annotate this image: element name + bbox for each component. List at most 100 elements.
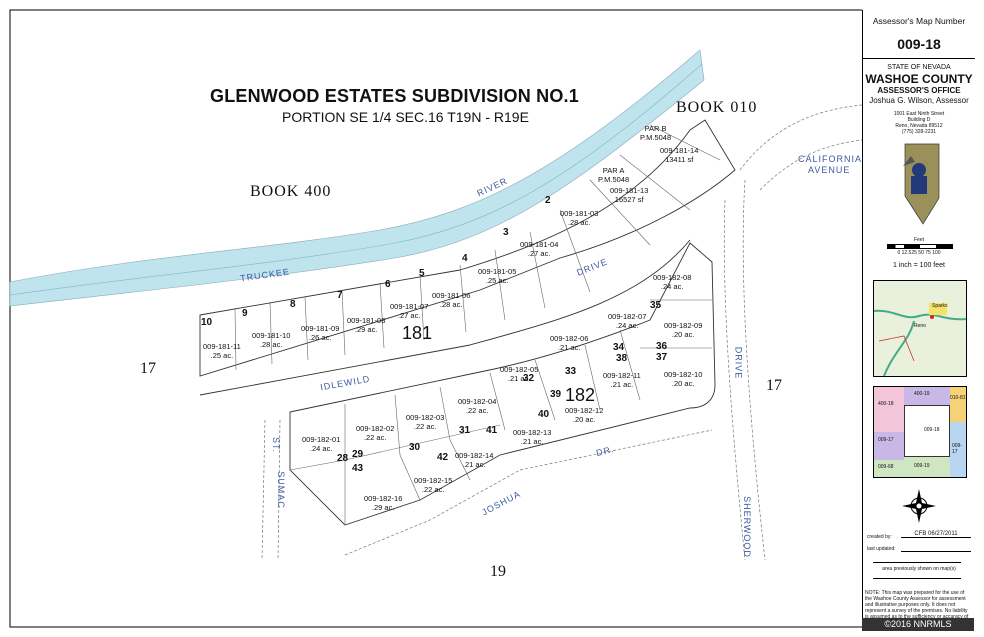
- map-number: 009-18: [897, 36, 941, 52]
- scale-text: 1 inch = 100 feet: [893, 262, 945, 269]
- parcel-label: 009-182-05.21 ac.: [500, 365, 539, 383]
- section-17-left: 17: [140, 360, 156, 377]
- info-panel: Assessor's Map Number 009-18 STATE OF NE…: [862, 10, 975, 627]
- parcel-label: 009-182-13.21 ac.: [513, 428, 552, 446]
- parcel-label: 009-182-09.20 ac.: [664, 321, 703, 339]
- inset-city-reno: Reno: [914, 323, 926, 329]
- map-frame: [9, 9, 862, 628]
- parcel-label: 009-182-10.20 ac.: [664, 370, 703, 388]
- section-17-right: 17: [766, 377, 782, 394]
- sherwood-drive-road: [742, 179, 766, 561]
- parcel-label: 009-182-06.21 ac.: [550, 334, 589, 352]
- parcel-label: 009-181-03.28 ac.: [560, 209, 599, 227]
- parcel-label: 009-181-06.28 ac.: [432, 291, 471, 309]
- office-label: ASSESSOR'S OFFICE: [877, 86, 961, 95]
- index-label: 400-19: [914, 391, 930, 397]
- copyright-watermark: ©2016 NNRMLS: [862, 618, 974, 631]
- parcel-label: 009-182-01.24 ac.: [302, 435, 341, 453]
- parcel-label: 009-181-10.28 ac.: [252, 331, 291, 349]
- north-arrow-icon: [902, 489, 936, 523]
- index-label: 010-81: [950, 395, 966, 401]
- block-182-number: 182: [565, 385, 596, 405]
- parcel-label: 009-182-12.20 ac.: [565, 406, 604, 424]
- street-drive-right: DRIVE: [733, 346, 744, 380]
- lot-number: 35: [650, 300, 662, 311]
- lot-number: 38: [616, 353, 628, 364]
- scale-feet-label: Feet: [913, 237, 924, 243]
- created-by-label: created by:: [867, 534, 892, 540]
- lot-lines-182: [289, 299, 712, 525]
- nevada-state-logo: [903, 143, 940, 225]
- index-label: 009-17: [878, 437, 894, 443]
- street-sherwood: SHERWOOD: [741, 496, 752, 558]
- parcel-label: 009-181-08.29 ac.: [347, 316, 386, 334]
- section-19: 19: [490, 563, 506, 580]
- lot-number: 42: [437, 452, 449, 463]
- street-sumac: SUMAC: [275, 471, 286, 509]
- lot-number: 28: [337, 453, 349, 464]
- parcel-label: 009-182-03.22 ac.: [406, 413, 445, 431]
- index-label: 009-17: [952, 443, 963, 455]
- lot-number: 31: [459, 425, 471, 436]
- river-centerline: [9, 63, 703, 296]
- lot-number: 29: [352, 449, 364, 460]
- parcel-label: 009-181-05.25 ac.: [478, 267, 517, 285]
- state-label: STATE OF NEVADA: [887, 64, 951, 71]
- parcel-label: 009-182-11.21 ac.: [603, 371, 641, 389]
- parcel-label: 009-181-09.26 ac.: [301, 324, 340, 342]
- joshua-drive-road: [344, 429, 713, 556]
- parcel-label: 009-182-08.24 ac.: [653, 273, 692, 291]
- county-label: WASHOE COUNTY: [865, 72, 973, 86]
- subdivision-title: GLENWOOD ESTATES SUBDIVISION NO.1: [210, 86, 579, 106]
- block-181-outline: [199, 119, 736, 377]
- street-avenue: AVENUE: [808, 165, 851, 175]
- lot-number: 40: [538, 409, 550, 420]
- parcel-label: 009-181-07.27 ac.: [390, 302, 429, 320]
- lot-number: 37: [656, 352, 668, 363]
- lot-number: 41: [486, 425, 498, 436]
- lot-number: 5: [419, 268, 425, 279]
- lot-number: 34: [613, 342, 625, 353]
- location-inset: Sparks Reno: [873, 280, 967, 377]
- lot-number: 2: [545, 195, 551, 206]
- california-ave-road: [739, 104, 862, 191]
- parcel-map: [9, 9, 862, 628]
- street-st: ST.: [271, 436, 282, 454]
- parcel-label: 009-182-16.29 ac.: [364, 494, 403, 512]
- location-inset-map: [874, 303, 966, 376]
- lot-number: 36: [656, 341, 668, 352]
- block-182-outline: [289, 242, 716, 526]
- lot-number: 43: [352, 463, 364, 474]
- lot-number: 7: [337, 290, 343, 301]
- truckee-river: [9, 49, 705, 307]
- inset-city-sparks: Sparks: [932, 303, 948, 309]
- previous-maps-label: area previously shown on map(s): [882, 566, 956, 572]
- parcel-label: 009-182-15.22 ac.: [414, 476, 453, 494]
- lot-number: 6: [385, 279, 391, 290]
- assessor-name: Joshua G. Wilson, Assessor: [869, 96, 969, 105]
- lot-number: 39: [550, 389, 562, 400]
- parcel-label: 009-182-02.22 ac.: [356, 424, 395, 442]
- parcel-label: 009-182-14.21 ac.: [455, 451, 494, 469]
- index-label: 009-18: [924, 427, 940, 433]
- book-400-label: BOOK 400: [250, 183, 332, 200]
- lot-number: 3: [503, 227, 509, 238]
- last-updated-line: [901, 550, 971, 552]
- index-label: 009-19: [914, 463, 930, 469]
- index-label: 009-68: [878, 464, 894, 470]
- last-updated-label: last updated:: [867, 546, 896, 552]
- block-181-number: 181: [402, 323, 433, 343]
- subdivision-subtitle: PORTION SE 1/4 SEC.16 T19N - R19E: [282, 109, 529, 125]
- lot-number: 30: [409, 442, 421, 453]
- scale-ticks: 0 12.525 50 75 100: [897, 250, 941, 256]
- sumac-st-road: [261, 419, 281, 561]
- lot-number: 8: [290, 299, 296, 310]
- sherwood-drive-road-2: [723, 199, 746, 561]
- lot-lines-181: [234, 124, 721, 371]
